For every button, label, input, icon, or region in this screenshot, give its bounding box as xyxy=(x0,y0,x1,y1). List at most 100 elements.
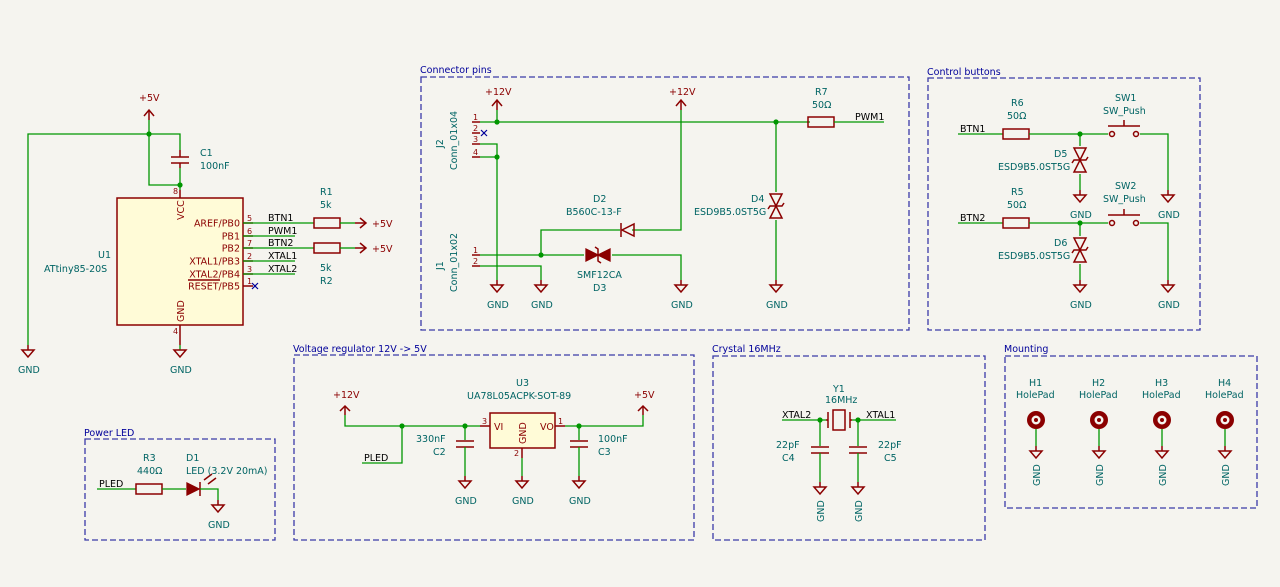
gnd-ctrl-sw2: GND xyxy=(1158,280,1180,311)
gnd-led: GND xyxy=(208,500,230,531)
d4-ref: D4 xyxy=(751,194,764,205)
j1-pin-1: 1 xyxy=(473,246,478,255)
c5-value: 22pF xyxy=(878,440,902,451)
gnd-reg-c2: GND xyxy=(455,476,477,507)
gnd-ctrl-d6-label: GND xyxy=(1070,300,1092,311)
u1-pin-num: 5 xyxy=(247,214,252,223)
hole-value: HolePad xyxy=(1205,390,1244,401)
u1-pin-name: PB2 xyxy=(222,244,240,255)
u3-ref: U3 xyxy=(516,378,529,389)
r3-ref: R3 xyxy=(143,453,156,464)
c2-ref: C2 xyxy=(433,447,446,458)
j2-pin-1: 1 xyxy=(473,113,478,122)
hole-pad-center xyxy=(1223,418,1227,422)
u1-pin-gnd-num: 4 xyxy=(173,327,178,336)
gnd-ctrl-d6: GND xyxy=(1070,280,1092,311)
sw1-ref: SW1 xyxy=(1115,93,1136,104)
u1-ref: U1 xyxy=(98,250,111,261)
gnd-conn-2-label: GND xyxy=(531,300,553,311)
sw2-ref: SW2 xyxy=(1115,181,1136,192)
u1-pin-name: XTAL2/PB4 xyxy=(189,270,240,281)
gnd-conn-2: GND xyxy=(531,280,553,311)
r2-ref: R2 xyxy=(320,276,333,287)
c3-ref: C3 xyxy=(598,447,611,458)
u3-pin-vo: VO xyxy=(540,422,554,433)
r2-value: 5k xyxy=(320,263,332,274)
u3-pin-vo-num: 1 xyxy=(558,417,563,426)
u1-pin-num: 7 xyxy=(247,239,252,248)
hole-ref: H1 xyxy=(1029,378,1042,389)
net-pled-label-led: PLED xyxy=(99,479,123,490)
hole-ref: H4 xyxy=(1218,378,1231,389)
group-title-connector: Connector pins xyxy=(420,65,492,76)
j2-pin-2: 2 xyxy=(473,124,478,133)
control-section: BTN1 R6 50Ω SW1 SW_Push D5 ESD9B5.0ST5G … xyxy=(958,93,1180,311)
power-12v-label-1: +12V xyxy=(485,87,512,98)
gnd-hole-2-label: GND xyxy=(1095,464,1106,486)
j2-pin-4: 4 xyxy=(473,148,478,157)
power-5v-label: +5V xyxy=(139,93,160,104)
reg-power-12v-label: +12V xyxy=(333,390,360,401)
d6-ref: D6 xyxy=(1054,238,1067,249)
gnd-xtal-c4: GND xyxy=(812,482,828,522)
crystal-section: Y1 16MHz XTAL2 XTAL1 22pF C4 22pF C5 GND… xyxy=(776,384,902,522)
r1-value: 5k xyxy=(320,200,332,211)
gnd-hole-1: GND xyxy=(1028,446,1044,486)
c4-ref: C4 xyxy=(782,453,795,464)
net-label: PWM1 xyxy=(268,226,297,237)
c3-value: 100nF xyxy=(598,434,628,445)
u1-pin-gnd-name: GND xyxy=(176,300,187,322)
net-pwm1-label: PWM1 xyxy=(855,112,884,123)
net-label: BTN2 xyxy=(268,238,293,249)
gnd-label-mcu-left: GND xyxy=(18,365,40,376)
net-xtal1-label: XTAL1 xyxy=(866,410,895,421)
y1-ref: Y1 xyxy=(832,384,845,395)
u1-pin-num: 1 xyxy=(247,277,252,286)
hole-value: HolePad xyxy=(1079,390,1118,401)
r6-value: 50Ω xyxy=(1007,111,1026,122)
gnd-conn-3-label: GND xyxy=(671,300,693,311)
gnd-reg-c2-label: GND xyxy=(455,496,477,507)
gnd-hole-2: GND xyxy=(1091,446,1107,486)
j1-ref: J1 xyxy=(435,261,446,271)
gnd-ctrl-sw1-label: GND xyxy=(1158,210,1180,221)
gnd-hole-1-label: GND xyxy=(1032,464,1043,486)
gnd-ctrl-sw1: GND xyxy=(1158,190,1180,221)
connector-section: +12V +12V 1 2 3 4 J2 Conn_01x04 1 2 J1 C… xyxy=(435,87,884,311)
group-title-regulator: Voltage regulator 12V -> 5V xyxy=(293,344,427,355)
regulator-chip xyxy=(489,412,556,449)
gnd-ctrl-d5: GND xyxy=(1070,190,1092,221)
gnd-reg-c3-label: GND xyxy=(569,496,591,507)
r1-ref: R1 xyxy=(320,187,333,198)
gnd-conn-1: GND xyxy=(487,280,509,311)
r7-value: 50Ω xyxy=(812,100,831,111)
gnd-reg-c3: GND xyxy=(569,476,591,507)
d1-ref: D1 xyxy=(186,453,199,464)
c4-value: 22pF xyxy=(776,440,800,451)
d6-value: ESD9B5.0ST5G xyxy=(998,251,1070,262)
u3-pin-gnd: GND xyxy=(518,422,529,444)
hole-pad-center xyxy=(1160,418,1164,422)
hole-ref: H2 xyxy=(1092,378,1105,389)
mounting-section: H1HolePadGNDH2HolePadGNDH3HolePadGNDH4Ho… xyxy=(1016,378,1244,486)
u1-pin-num: 3 xyxy=(247,265,252,274)
d3-value: SMF12CA xyxy=(577,270,622,281)
j1-pin-2: 2 xyxy=(473,257,478,266)
net-btn2-label: BTN2 xyxy=(960,213,985,224)
group-boxes: Connector pins Control buttons Voltage r… xyxy=(84,65,1258,541)
gnd-hole-3: GND xyxy=(1154,446,1170,486)
d1-value: LED (3.2V 20mA) xyxy=(186,466,268,477)
gnd-hole-4: GND xyxy=(1217,446,1233,486)
hole-value: HolePad xyxy=(1142,390,1181,401)
hole-pad-center xyxy=(1034,418,1038,422)
net-label: XTAL1 xyxy=(268,251,297,262)
reg-power-5v-label: +5V xyxy=(634,390,655,401)
d5-value: ESD9B5.0ST5G xyxy=(998,162,1070,173)
r1-power-label: +5V xyxy=(372,219,393,230)
power-12v-label-2: +12V xyxy=(669,87,696,98)
gnd-ctrl-d5-label: GND xyxy=(1070,210,1092,221)
j2-ref: J2 xyxy=(435,139,446,149)
u1-pin-name: XTAL1/PB3 xyxy=(189,257,240,268)
